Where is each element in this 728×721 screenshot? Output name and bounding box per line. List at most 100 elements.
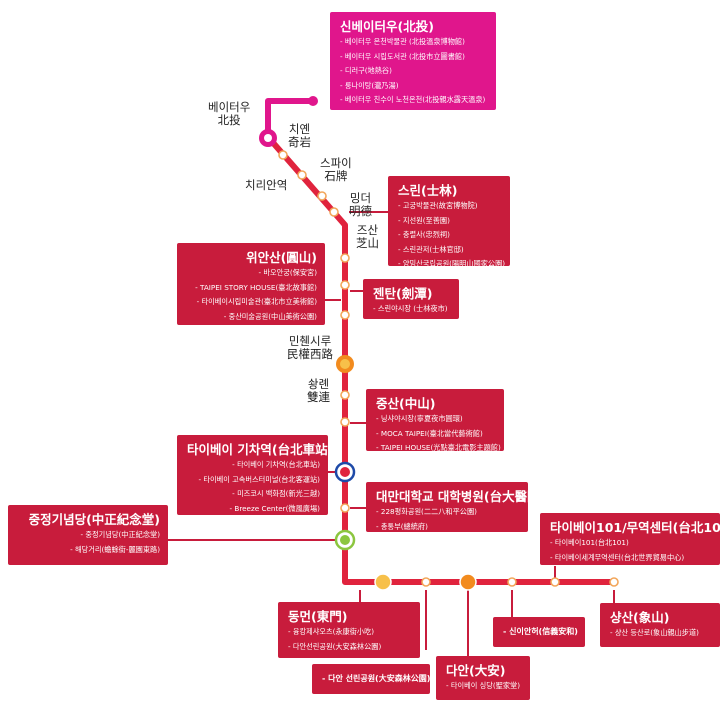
info-box-xiangshan: 샹산(象山) 샹산 등산로(象山親山步道) — [600, 603, 720, 647]
station-name-korean: 스파이 — [320, 156, 352, 170]
station-label-shipai: 스파이 石牌 — [320, 157, 352, 183]
spot-item: 충렬사(忠烈祠) — [398, 228, 502, 243]
box-title: 동먼(東門) — [288, 609, 348, 624]
station-dots — [259, 96, 619, 591]
station-name-chinese: 北投 — [217, 113, 241, 127]
box-title: 신베이터우(北投) — [340, 19, 434, 34]
spot-item: 베이터우 온천박물관 (北投溫泉博物館) — [340, 35, 488, 50]
station-dot — [329, 207, 339, 217]
station-name-korean: 민췐시루 — [288, 334, 332, 348]
station-name-korean: 치옌 — [288, 122, 311, 136]
dongmen-transfer-dot — [374, 573, 392, 591]
info-box-dongmen: 동먼(東門) 융캉제샤오츠(永康街小吃) 다안선린공원(大安森林公園) — [278, 602, 420, 658]
station-dot — [317, 191, 327, 201]
spot-item: TAIPEI HOUSE(光點臺北電影主題館) — [376, 441, 501, 456]
spot-item: 총통부(總統府) — [376, 520, 520, 535]
station-name-korean: 밍더 — [349, 191, 372, 205]
info-box-daan-park: 다안 선린공원(大安森林公園) — [312, 664, 430, 694]
beitou-transfer-center — [264, 134, 272, 142]
info-box-chiang-kai-shek-memorial: 중정기념당(中正紀念堂) 중정기념당(中正紀念堂) 해당거리(蟾蜍街-麗園東路) — [8, 505, 168, 565]
spot-item: 중산미술공원(中山美術公園) — [187, 310, 317, 325]
spot-item: 타이베이101(台北101) — [550, 536, 712, 551]
station-name-korean: 베이터우 — [208, 100, 251, 114]
spot-item: 해당거리(蟾蜍街-麗園東路) — [18, 543, 160, 558]
box-title: 타이베이 기차역(台北車站) — [187, 442, 334, 457]
station-name-korean: 치리안역 — [245, 178, 288, 192]
daan-transfer-dot — [459, 573, 477, 591]
spot-item: 바오안궁(保安宮) — [187, 266, 317, 281]
station-name-korean: 솽롄 — [307, 377, 330, 391]
box-title: 대만대학교 대학병원(台大醫院) — [376, 489, 546, 504]
spot-item: 베이터우 시립도서관 (北投市立圖書館) — [340, 50, 488, 65]
info-box-zhongshan: 중산(中山) 닝샤야시장(寧夏夜市圓環) MOCA TAIPEI(臺北當代藝術館… — [366, 389, 504, 452]
box-title: 신이안허(信義安和) — [503, 623, 578, 641]
metro-lines — [265, 98, 614, 585]
station-dot — [340, 310, 350, 320]
minquan-transfer-center — [340, 359, 350, 369]
spot-item: 타이베이 싱당(聖家堂) — [446, 679, 522, 694]
spot-item: 고궁박물관(故宮博物院) — [398, 199, 502, 214]
station-dot — [340, 417, 350, 427]
spot-item: 타이베이 기차역(台北車站) — [187, 458, 320, 473]
info-box-daan: 다안(大安) 타이베이 싱당(聖家堂) — [436, 656, 530, 700]
info-box-xinyi-anhe: 신이안허(信義安和) — [493, 617, 585, 647]
box-title: 스린(士林) — [398, 183, 458, 198]
station-dot — [340, 503, 350, 513]
station-dot — [507, 577, 517, 587]
spot-item: 스린야시장 (士林夜市) — [373, 302, 451, 317]
box-title: 샹산(象山) — [610, 610, 670, 625]
box-title: 젠탄(劍潭) — [373, 286, 433, 301]
box-title: 다안 선린공원(大安森林公園) — [322, 670, 430, 688]
station-label-qilian: 치리안역 — [245, 179, 287, 192]
station-label-qiyan: 치옌 奇岩 — [288, 123, 311, 149]
info-box-xinbeitou: 신베이터우(北投) 베이터우 온천박물관 (北投溫泉博物館) 베이터우 시립도서… — [330, 12, 496, 110]
box-title: 중정기념당(中正紀念堂) — [28, 512, 160, 527]
station-dot — [550, 577, 560, 587]
station-label-shuanglian: 솽롄 雙連 — [307, 378, 330, 404]
xinbeitou-branch-line — [265, 98, 313, 140]
info-box-taipei-main: 타이베이 기차역(台北車站) 타이베이 기차역(台北車站) 타이베이 고속버스터… — [177, 435, 334, 517]
station-dot — [609, 577, 619, 587]
station-name-chinese: 明德 — [349, 204, 372, 218]
station-dot — [297, 170, 307, 180]
station-dot — [340, 390, 350, 400]
box-title: 위안산(圓山) — [246, 250, 317, 265]
spot-item: 베이터우 친수이 노천온천(北投親水露天溫泉) — [340, 93, 488, 108]
station-label-mingde: 밍더 明德 — [349, 192, 372, 218]
station-name-chinese: 奇岩 — [288, 135, 311, 149]
spot-item: 타이베이 고속버스터미널(台北客運站) — [187, 473, 320, 488]
station-name-chinese: 石牌 — [324, 169, 348, 183]
station-dot — [340, 280, 350, 290]
spot-item: 디러구(地熱谷) — [340, 64, 488, 79]
spot-item: Breeze Center(微風廣場) — [187, 502, 320, 517]
station-label-zhishan: 즈산 芝山 — [356, 224, 379, 250]
spot-item: 룽나이탕(瀧乃湯) — [340, 79, 488, 94]
spot-item: 타이베이세계무역센터(台北世界貿易中心) — [550, 551, 712, 566]
info-box-ntuh: 대만대학교 대학병원(台大醫院) 228평화공원(二二八和平公園) 총통부(總統… — [366, 482, 546, 535]
station-dot — [340, 253, 350, 263]
info-box-shilin: 스린(士林) 고궁박물관(故宮博物院) 지선원(至善園) 충렬사(忠烈祠) 스린… — [388, 176, 510, 268]
station-name-chinese: 芝山 — [356, 236, 379, 250]
spot-item: 228평화공원(二二八和平公園) — [376, 505, 520, 520]
station-dot — [278, 150, 288, 160]
station-name-korean: 즈산 — [356, 223, 379, 237]
spot-item: 다안선린공원(大安森林公園) — [288, 640, 412, 655]
spot-item: 양밍산국립공원(陽明山國家公園) — [398, 257, 505, 272]
station-label-minquan: 민췐시루 民權西路 — [287, 335, 333, 361]
spot-item: MOCA TAIPEI(臺北當代藝術館) — [376, 427, 496, 442]
box-title: 다안(大安) — [446, 663, 506, 678]
spot-item: TAIPEI STORY HOUSE(臺北故事館) — [187, 281, 317, 296]
box-title: 중산(中山) — [376, 396, 436, 411]
info-box-jiantan: 젠탄(劍潭) 스린야시장 (士林夜市) — [363, 279, 459, 319]
box-title: 타이베이101/무역센터(台北101/世貿) — [550, 520, 728, 535]
station-connectors — [168, 211, 615, 656]
taipei-main-transfer-center — [340, 467, 350, 477]
station-name-chinese: 民權西路 — [287, 347, 333, 361]
xinbeitou-terminal-dot — [308, 96, 318, 106]
info-box-yuanshan: 위안산(圓山) 바오안궁(保安宮) TAIPEI STORY HOUSE(臺北故… — [177, 243, 325, 325]
station-name-chinese: 雙連 — [307, 390, 330, 404]
spot-item: 닝샤야시장(寧夏夜市圓環) — [376, 412, 496, 427]
info-box-taipei101: 타이베이101/무역센터(台北101/世貿) 타이베이101(台北101) 타이… — [540, 513, 728, 566]
